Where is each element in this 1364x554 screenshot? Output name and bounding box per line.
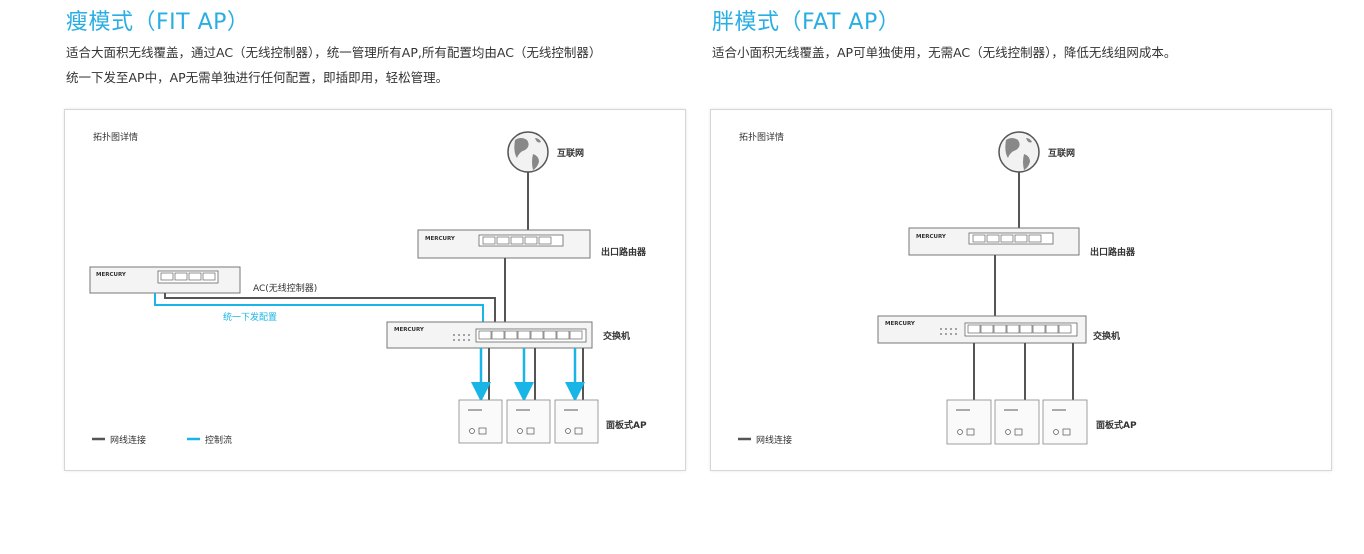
wire-ac-switch [164,293,496,322]
router-device: MERCURY [908,227,1080,256]
panel-ap-2 [506,399,551,444]
switch-brand: MERCURY [885,321,916,327]
ac-brand: MERCURY [96,272,127,278]
fat-topology-diagram: 拓扑图详情 互联网 MERCURY 出口路由器 MERCURY [710,109,1332,471]
diagram-caption: 拓扑图详情 [93,131,138,143]
ac-controller-device: MERCURY [89,266,241,294]
ap-label: 面板式AP [1096,419,1137,431]
router-label: 出口路由器 [601,246,647,258]
panel-ap-3 [554,399,599,444]
fit-topology-diagram: 拓扑图详情 互联网 MERCURY 出口路由器 MERCURY [64,109,686,471]
router-brand: MERCURY [916,234,947,240]
legend-wire-label: 网线连接 [110,434,146,446]
panel-ap-2 [994,399,1040,445]
fat-topology-svg: 拓扑图详情 互联网 MERCURY 出口路由器 MERCURY [738,131,1137,446]
control-arrows [471,348,585,402]
internet-globe-icon [507,131,549,173]
internet-label: 互联网 [1048,147,1075,159]
internet-globe-icon [998,131,1040,173]
control-flow-ac-switch [154,293,484,322]
switch-label: 交换机 [603,330,630,342]
fit-topology-svg: 拓扑图详情 互联网 MERCURY 出口路由器 MERCURY [89,131,647,446]
diagram-caption: 拓扑图详情 [739,131,784,143]
legend-control-label: 控制流 [205,434,232,446]
control-flow-label: 统一下发配置 [223,311,277,323]
switch-device: MERCURY [877,315,1087,344]
panel-ap-1 [458,399,503,444]
ap-label: 面板式AP [606,419,647,431]
router-brand: MERCURY [425,236,456,242]
wires-switch-aps [488,348,584,400]
panel-ap-3 [1042,399,1088,445]
fat-mode-title: 胖模式（FAT AP） [712,10,901,35]
fit-mode-title: 瘦模式（FIT AP） [66,10,250,35]
switch-label: 交换机 [1093,330,1120,342]
switch-brand: MERCURY [394,327,425,333]
legend-wire-label: 网线连接 [756,434,792,446]
ac-label: AC(无线控制器) [253,282,317,294]
internet-label: 互联网 [557,147,584,159]
panel-ap-1 [946,399,992,445]
fit-mode-desc-line2: 统一下发至AP中，AP无需单独进行任何配置，即插即用，轻松管理。 [66,70,449,85]
router-device: MERCURY [417,229,591,259]
switch-device: MERCURY [386,321,593,349]
fat-mode-desc-line1: 适合小面积无线覆盖，AP可单独使用，无需AC（无线控制器），降低无线组网成本。 [712,45,1177,60]
wires-switch-aps [973,343,1074,400]
fit-mode-desc-line1: 适合大面积无线覆盖，通过AC（无线控制器），统一管理所有AP,所有配置均由AC（… [66,45,602,60]
router-label: 出口路由器 [1090,246,1136,258]
